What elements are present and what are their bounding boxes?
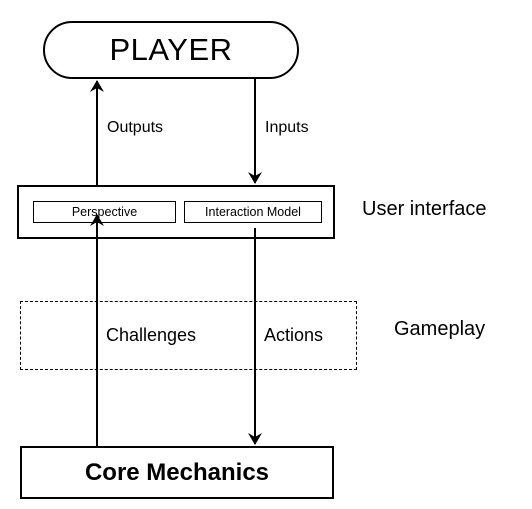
interaction-model-box: Interaction Model [184,201,322,223]
challenges-label: Challenges [106,325,197,345]
perspective-box: Perspective [33,201,176,223]
player-node: PLAYER [43,21,299,79]
gameplay-region [20,301,357,370]
inputs-label: Inputs [265,119,309,136]
actions-label: Actions [264,325,324,345]
core-mechanics-box: Core Mechanics [20,446,334,499]
user-interface-box: Perspective Interaction Model [17,185,335,239]
user-interface-label: User interface [362,198,487,220]
outputs-label: Outputs [107,119,164,136]
core-mechanics-label: Core Mechanics [84,458,270,486]
gameplay-label: Gameplay [394,318,486,340]
player-label: PLAYER [109,32,233,67]
